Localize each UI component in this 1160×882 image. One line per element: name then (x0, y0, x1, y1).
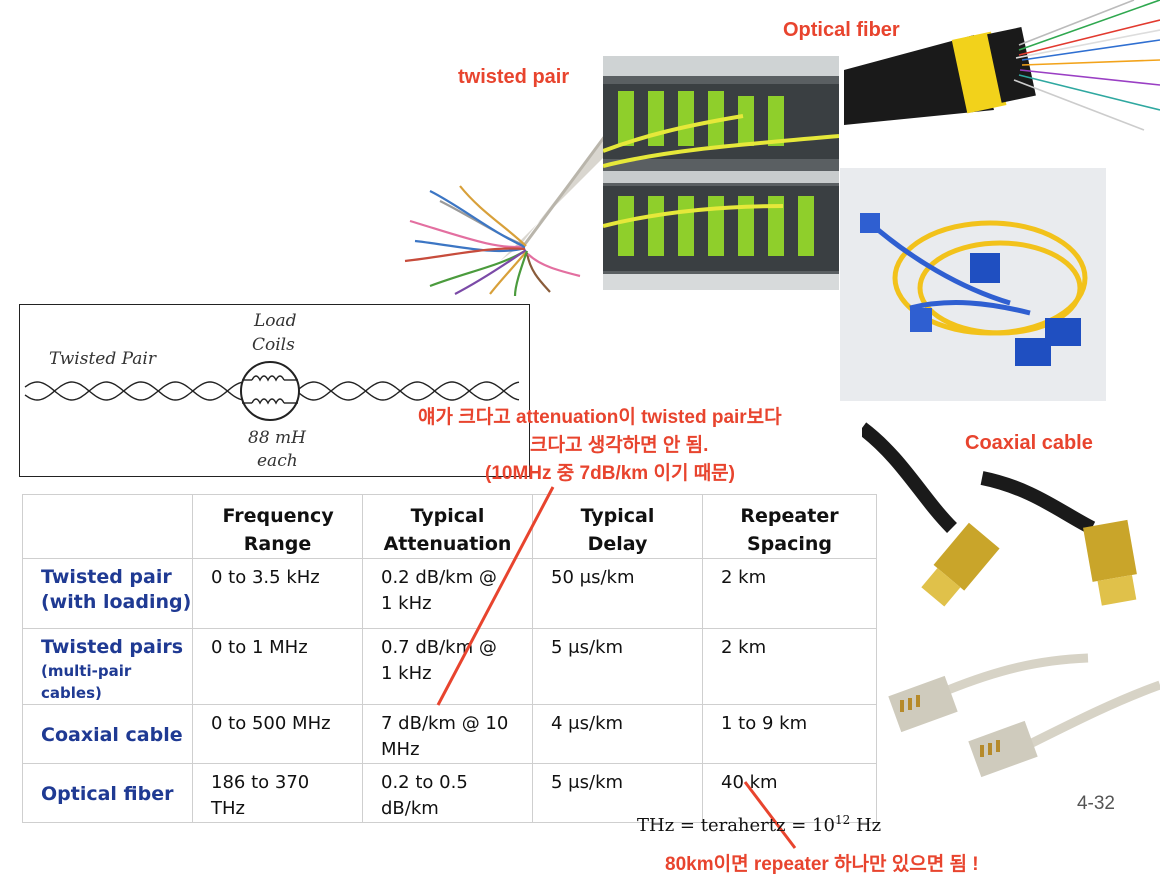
optical-fiber-label: Optical fiber (783, 19, 900, 41)
table-header: Repeater Spacing (702, 494, 877, 559)
table-row: Twisted pair (with loading) 0 to 3.5 kHz… (22, 558, 877, 629)
frequency-cell: 0 to 1 MHz (192, 628, 363, 705)
twisted-pair-label: twisted pair (458, 66, 570, 88)
transmission-media-table: Frequency Range Typical Attenuation Typi… (22, 494, 877, 823)
diagram-twisted-pair-label: Twisted Pair (49, 349, 156, 369)
terahertz-footnote: THz = terahertz = 1012 Hz (637, 813, 881, 836)
table-row: Twisted pairs (multi-pair cables) 0 to 1… (22, 628, 877, 705)
footnote-suffix: Hz (850, 815, 882, 836)
annotation-line-3: (10MHz 중 7dB/km 이기 때문) (485, 463, 735, 484)
delay-cell: 4 μs/km (532, 704, 703, 764)
table-header-row: Frequency Range Typical Attenuation Typi… (22, 494, 877, 559)
delay-cell: 5 μs/km (532, 763, 703, 823)
frequency-cell: 0 to 3.5 kHz (192, 558, 363, 629)
coaxial-cable-photo (862, 418, 1160, 642)
twisted-pair-photo (400, 96, 605, 296)
row-name: Twisted pairs (41, 636, 184, 658)
frequency-range-header: Frequency Range (222, 505, 334, 555)
table-header (22, 494, 193, 559)
row-sub: (with loading) (41, 591, 192, 613)
footnote-exponent: 12 (834, 813, 851, 827)
fiber-patch-panel-photo (603, 56, 839, 290)
typical-attenuation-header: Typical Attenuation (383, 505, 512, 555)
diagram-load-label: Load (254, 311, 297, 331)
twisted-pair-wave (24, 361, 520, 421)
diagram-each-label: each (257, 451, 298, 471)
attenuation-cell: 0.7 dB/km @ 1 kHz (362, 628, 533, 705)
load-coil-circle (240, 361, 300, 421)
annotation-bottom: 80km이면 repeater 하나만 있으면 됨 ! (665, 854, 979, 875)
diagram-inductance-label: 88 mH (248, 428, 306, 448)
row-header: Twisted pair (with loading) (22, 558, 193, 629)
frequency-cell: 0 to 500 MHz (192, 704, 363, 764)
row-name: Optical fiber (41, 783, 174, 805)
table-header: Typical Delay (532, 494, 703, 559)
fiber-patch-cord-photo (840, 168, 1106, 401)
table-row: Coaxial cable 0 to 500 MHz 7 dB/km @ 10 … (22, 704, 877, 764)
optical-fiber-photo (844, 0, 1160, 165)
attenuation-cell: 7 dB/km @ 10 MHz (362, 704, 533, 764)
row-name: Coaxial cable (41, 724, 183, 746)
attenuation-cell: 0.2 to 0.5 dB/km (362, 763, 533, 823)
typical-delay-header: Typical Delay (580, 505, 655, 555)
table-header: Frequency Range (192, 494, 363, 559)
annotation-line-1: 얘가 크다고 attenuation이 twisted pair보다 (418, 407, 782, 428)
frequency-cell: 186 to 370 THz (192, 763, 363, 823)
repeater-spacing-header: Repeater Spacing (740, 505, 839, 555)
coaxial-cable-label: Coaxial cable (965, 432, 1093, 454)
spacing-cell: 2 km (702, 558, 877, 629)
spacing-cell: 1 to 9 km (702, 704, 877, 764)
attenuation-cell: 0.2 dB/km @ 1 kHz (362, 558, 533, 629)
diagram-coils-label: Coils (252, 335, 295, 355)
row-header: Coaxial cable (22, 704, 193, 764)
delay-cell: 5 μs/km (532, 628, 703, 705)
row-name: Twisted pair (41, 566, 172, 588)
annotation-line-2: 크다고 생각하면 안 됨. (530, 435, 709, 456)
row-header: Twisted pairs (multi-pair cables) (22, 628, 193, 705)
table-header: Typical Attenuation (362, 494, 533, 559)
ethernet-cable-photo (888, 650, 1160, 782)
row-sub: (multi-pair cables) (41, 662, 132, 702)
delay-cell: 50 μs/km (532, 558, 703, 629)
row-header: Optical fiber (22, 763, 193, 823)
spacing-cell: 2 km (702, 628, 877, 705)
loading-coil-diagram: Twisted Pair Load Coils 88 mH each (19, 304, 530, 477)
footnote-prefix: THz = terahertz = 10 (637, 815, 835, 836)
page-number: 4-32 (1076, 793, 1115, 814)
